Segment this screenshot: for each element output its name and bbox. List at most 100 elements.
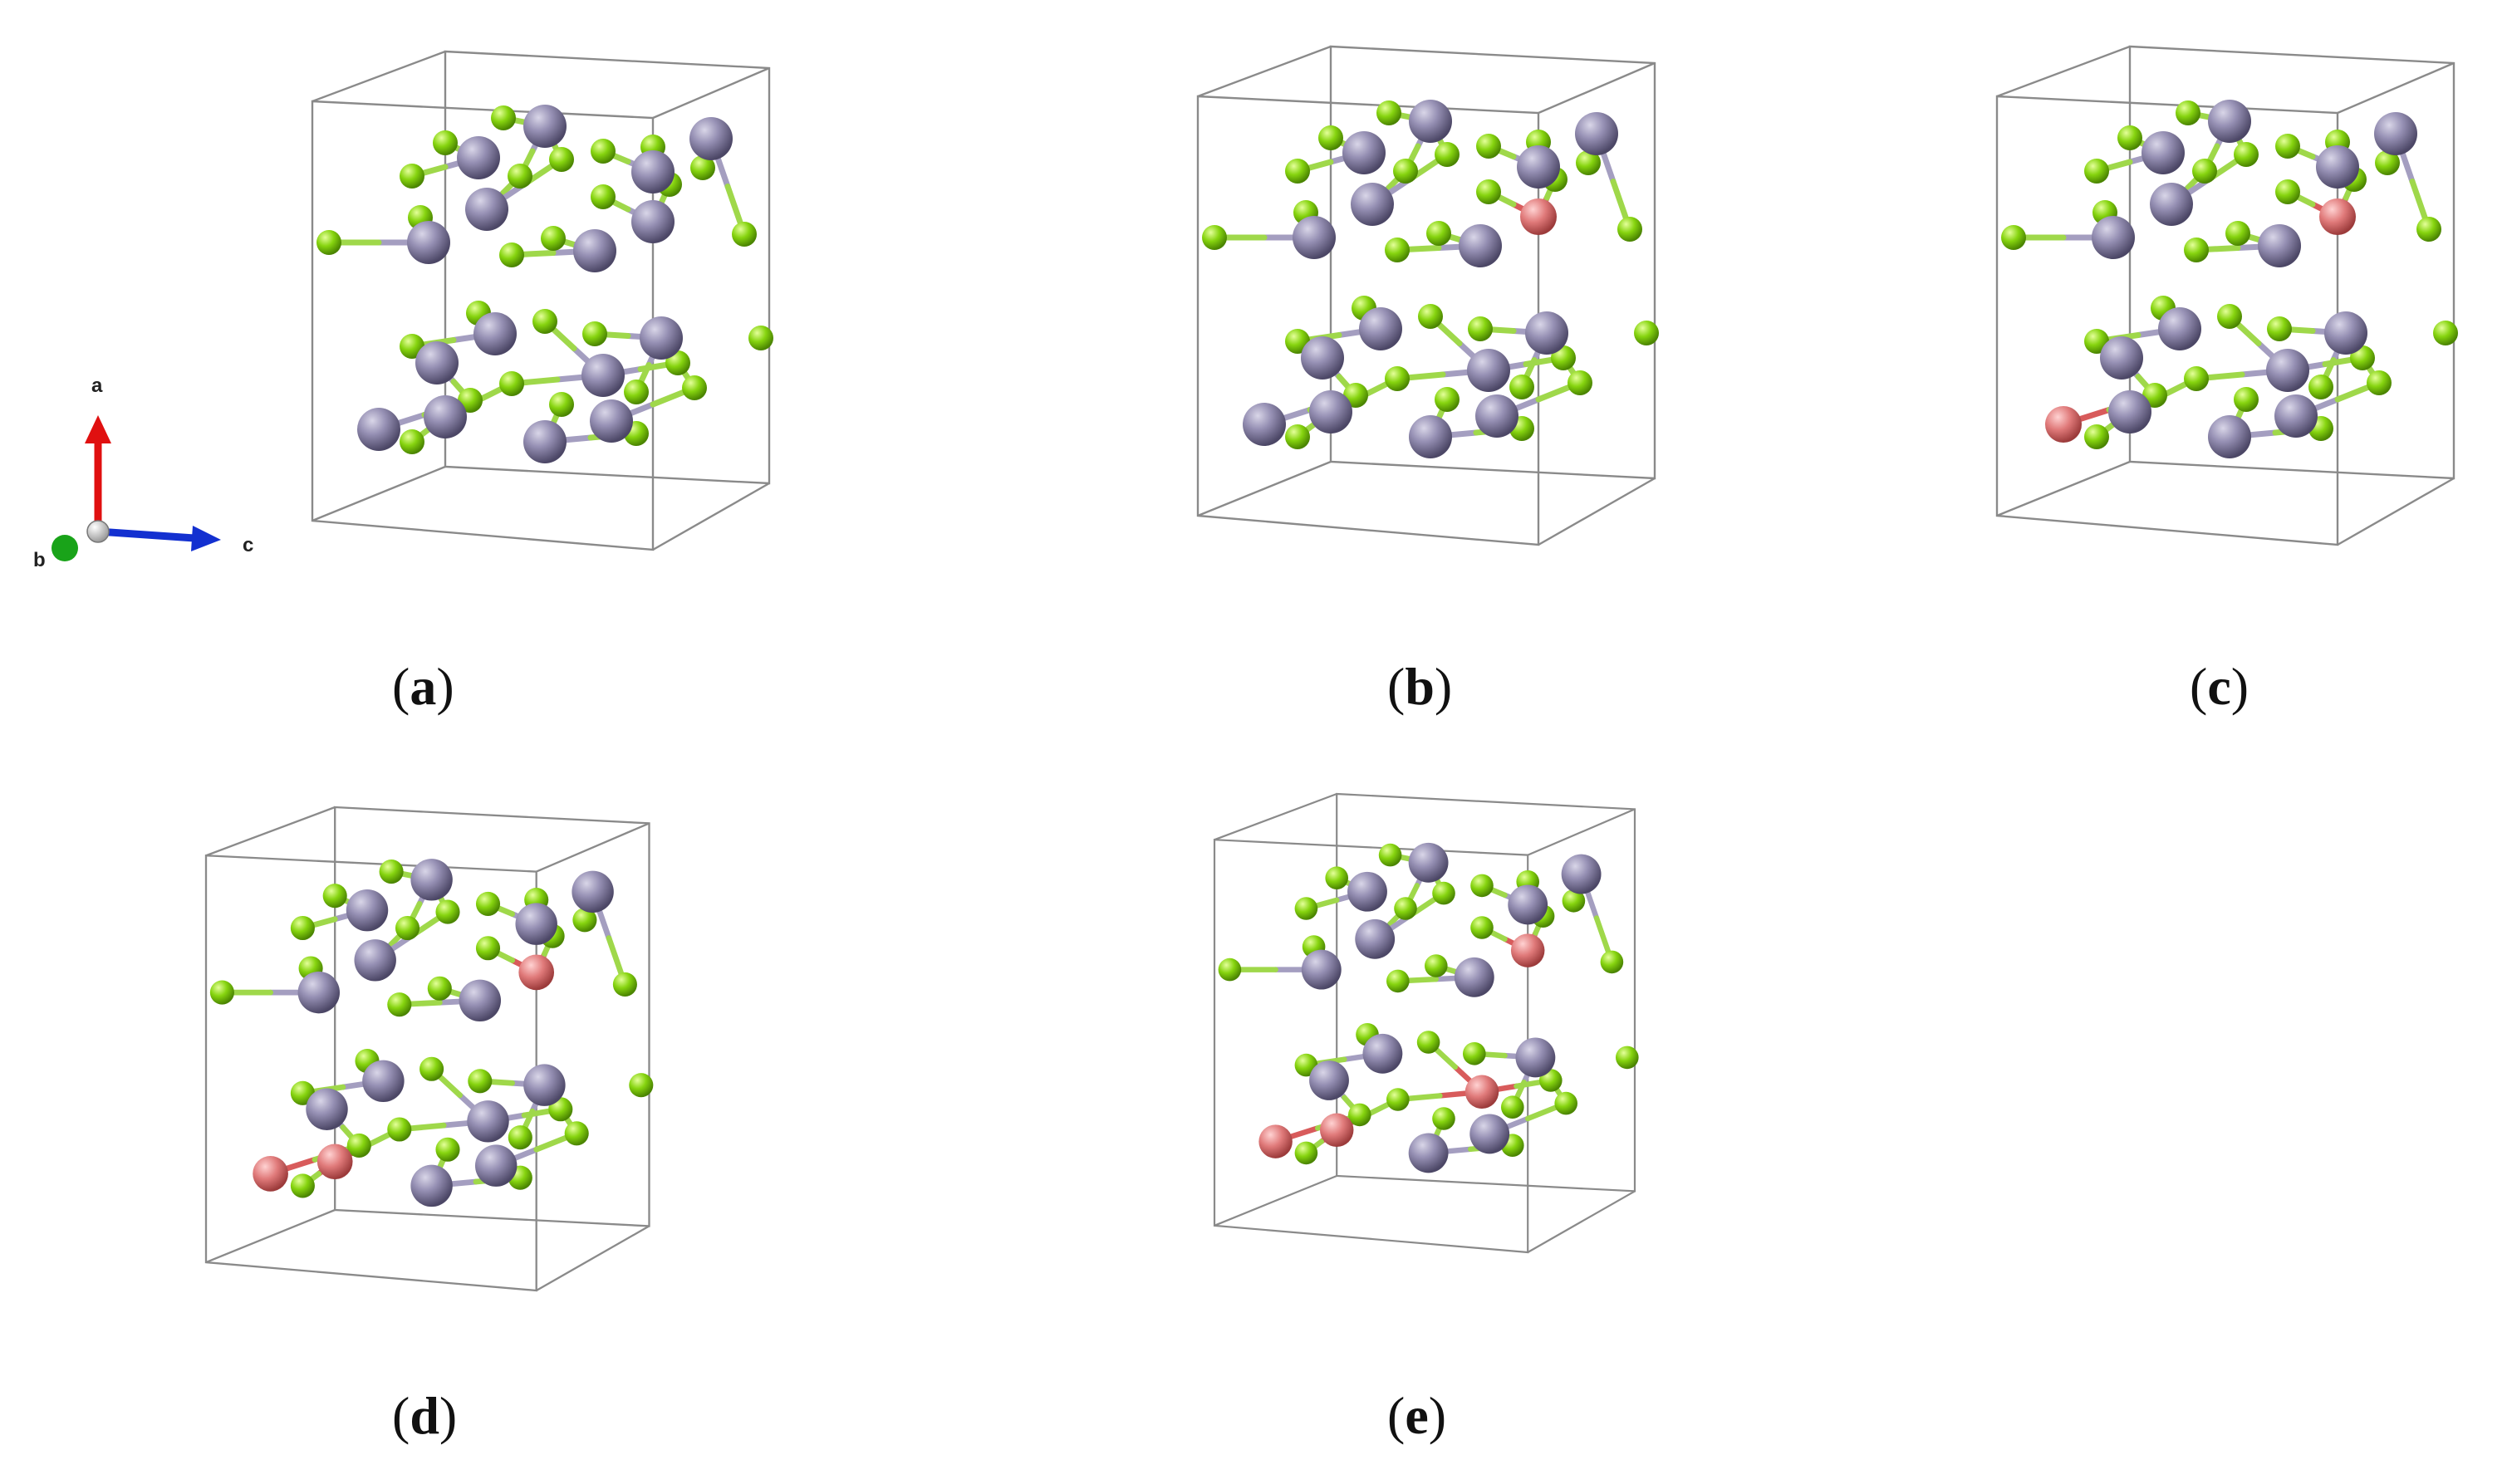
- green-atom: [2192, 159, 2217, 184]
- green-atom: [748, 326, 773, 350]
- green-atom: [1554, 1091, 1577, 1115]
- green-atom: [322, 884, 347, 909]
- green-atom: [400, 164, 424, 189]
- structure-panel-a: [311, 50, 773, 551]
- cell-edge: [1214, 1174, 1337, 1227]
- green-atom: [2234, 387, 2259, 412]
- gray-atom: [457, 136, 500, 179]
- gray-atom: [2274, 394, 2318, 438]
- green-atom: [1418, 304, 1443, 329]
- gray-atom: [631, 150, 675, 193]
- cell-edge: [1527, 1190, 1636, 1253]
- green-atom: [379, 860, 404, 884]
- gray-atom: [1467, 349, 1510, 392]
- green-atom: [541, 226, 566, 251]
- gray-atom: [1469, 1114, 1510, 1154]
- green-atom: [2275, 179, 2300, 204]
- gray-atom: [2100, 336, 2143, 380]
- cell-edge: [536, 822, 650, 873]
- green-atom: [1202, 225, 1227, 250]
- green-atom: [491, 105, 516, 130]
- green-atom: [1294, 897, 1318, 920]
- gray-atom: [631, 200, 675, 243]
- gray-atom: [306, 1088, 348, 1130]
- gray-atom: [1409, 100, 1452, 143]
- green-atom: [1476, 134, 1501, 159]
- green-atom: [612, 972, 637, 997]
- green-atom: [290, 1173, 315, 1198]
- green-atom: [1509, 375, 1534, 399]
- cell-edge: [1214, 792, 1337, 841]
- green-atom: [1394, 897, 1417, 920]
- green-atom: [508, 1125, 532, 1150]
- gray-atom: [1561, 854, 1602, 894]
- gray-atom: [407, 221, 450, 264]
- red-atom: [1258, 1124, 1293, 1158]
- structure-panel-b: [1196, 45, 1659, 546]
- green-atom: [1470, 916, 1494, 939]
- green-atom: [2308, 375, 2333, 399]
- green-atom: [1468, 316, 1493, 341]
- gray-atom: [2141, 131, 2185, 174]
- green-atom: [1425, 954, 1448, 977]
- cell-edge: [536, 1225, 650, 1292]
- gray-atom: [424, 395, 467, 438]
- gray-atom: [1409, 415, 1452, 458]
- gray-atom: [410, 1164, 453, 1207]
- green-atom: [1318, 125, 1343, 150]
- green-atom: [2275, 134, 2300, 159]
- green-atom: [475, 936, 501, 961]
- green-atom: [582, 321, 607, 346]
- axis-c-arrow: [97, 527, 195, 542]
- gray-atom: [2266, 349, 2309, 392]
- gray-atom: [1347, 871, 1387, 912]
- structure-panel-c: [1995, 45, 2458, 546]
- gray-atom: [2150, 183, 2193, 226]
- green-atom: [549, 147, 574, 172]
- red-atom: [1520, 198, 1557, 235]
- gray-atom: [1309, 390, 1352, 433]
- green-atom: [2184, 366, 2209, 391]
- gray-atom: [1575, 112, 1618, 155]
- red-atom: [1319, 1113, 1354, 1148]
- green-atom: [209, 980, 234, 1005]
- green-atom: [572, 908, 597, 933]
- green-atom: [1325, 866, 1348, 889]
- green-atom: [532, 309, 557, 334]
- gray-atom: [523, 105, 567, 148]
- green-atom: [629, 1073, 654, 1098]
- green-atom: [690, 155, 715, 180]
- green-atom: [1476, 179, 1501, 204]
- green-atom: [591, 139, 616, 164]
- green-atom: [316, 230, 341, 255]
- green-atom: [1393, 159, 1418, 184]
- green-atom: [2176, 100, 2200, 125]
- gray-atom: [523, 420, 567, 463]
- green-atom: [1218, 957, 1242, 982]
- cell-edge: [205, 806, 336, 857]
- gray-atom: [297, 971, 341, 1014]
- green-atom: [564, 1121, 589, 1146]
- green-atom: [682, 375, 707, 400]
- cell-edge: [1996, 460, 2131, 517]
- red-atom: [2319, 198, 2356, 235]
- cell-edge: [1538, 477, 1656, 546]
- green-atom: [475, 891, 501, 916]
- gray-atom: [1243, 403, 1286, 446]
- gray-atom: [581, 354, 625, 397]
- panels: [204, 45, 2458, 1292]
- green-atom: [549, 392, 574, 417]
- panel-label-e: (e): [1387, 1386, 1447, 1445]
- green-atom: [2001, 225, 2026, 250]
- gray-atom: [2324, 311, 2367, 355]
- gray-atom: [1351, 183, 1394, 226]
- gray-atom: [515, 903, 557, 945]
- green-atom: [1294, 1141, 1318, 1165]
- gray-atom: [523, 1064, 566, 1106]
- gray-atom: [1362, 1033, 1403, 1074]
- gray-atom: [2092, 216, 2135, 259]
- green-atom: [1385, 238, 1410, 262]
- green-atom: [2416, 217, 2441, 242]
- green-atom: [1576, 150, 1601, 175]
